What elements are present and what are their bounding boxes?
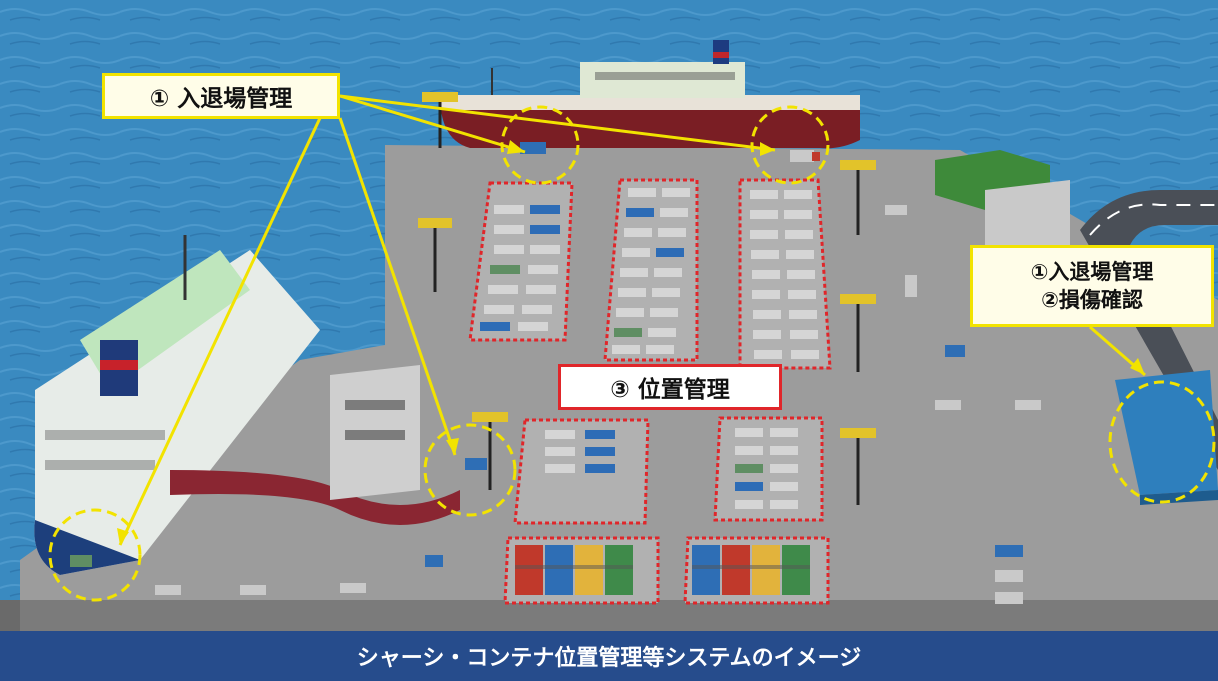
container-stack-1 [515,545,633,595]
highlight-ramp [423,423,517,517]
chassis-grid-5 [735,428,798,509]
callout-gate-line-1: ①入退場管理 [1030,259,1154,284]
trucks [70,142,1041,604]
callout-position-label: ③ 位置管理 [610,377,730,403]
terminal-building [330,365,420,500]
highlight-gate [1108,380,1216,504]
chassis-grid-2 [612,188,690,354]
highlight-ferry-bow [48,508,142,602]
container-stack-2 [692,545,810,595]
road-marking [1089,203,1218,236]
callout-entry-exit-management: ① 入退場管理 [102,73,340,119]
caption-bar: シャーシ・コンテナ位置管理等システムのイメージ [0,631,1218,681]
gate-canopy [1115,370,1218,505]
pier-left-front [0,600,20,631]
ferry-left [34,235,321,575]
highlight-ship-top-right [750,105,830,185]
light-towers [418,92,876,505]
chassis-grid-3 [750,190,819,359]
ship-ramp [170,470,460,525]
leader-arrowheads [117,140,1145,545]
pier-front-edge [20,600,1218,631]
callout-gate-management: ①入退場管理 ②損傷確認 [970,245,1214,327]
warehouse-right [935,150,1070,255]
chassis-grid-1 [480,205,560,331]
callout-entry-exit-label: ① 入退場管理 [149,86,293,112]
callout-position-management: ③ 位置管理 [558,364,782,410]
caption-text: シャーシ・コンテナ位置管理等システムのイメージ [356,646,862,671]
chassis-grid-4 [545,430,615,473]
leader-lines [118,94,1146,546]
callout-gate-line-2: ②損傷確認 [1041,288,1143,312]
